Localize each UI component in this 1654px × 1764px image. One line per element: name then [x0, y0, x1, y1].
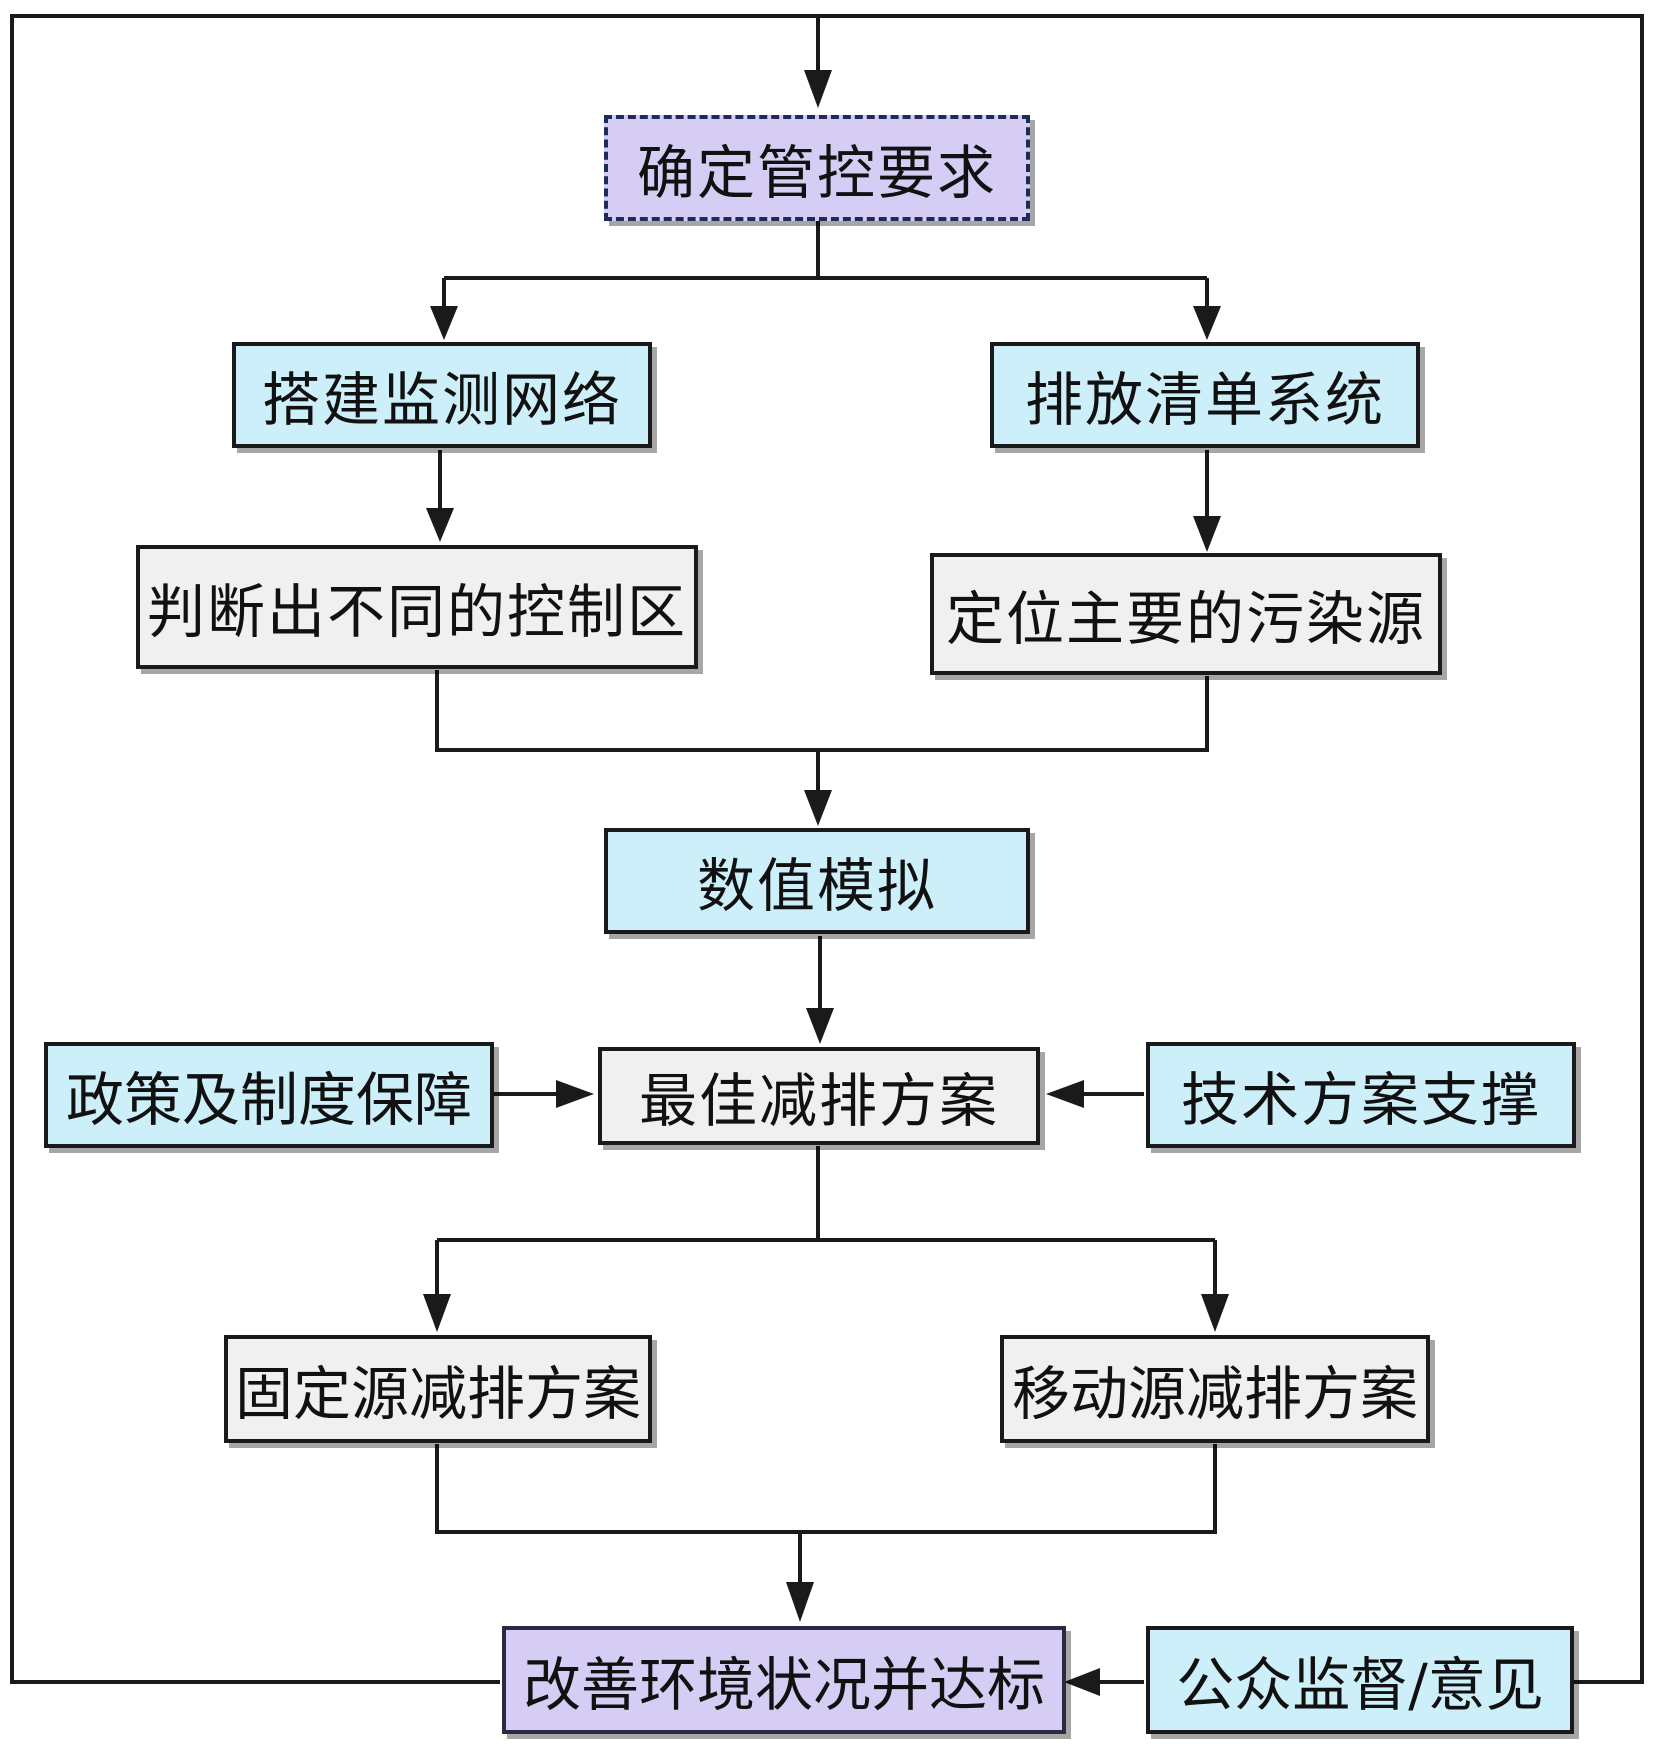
merge-line-mid	[435, 670, 1209, 792]
arrow-from-public	[1064, 1668, 1100, 1696]
node-best-plan: 最佳减排方案	[598, 1047, 1040, 1145]
node-mobile-plan: 移动源减排方案	[1000, 1335, 1430, 1443]
node-requirement: 确定管控要求	[604, 115, 1030, 221]
loop-right-line	[818, 14, 1644, 1684]
node-monitoring-network: 搭建监测网络	[232, 342, 652, 448]
arrow-to-mobile	[1201, 1294, 1229, 1332]
node-emission-inventory: 排放清单系统	[990, 342, 1420, 448]
node-control-zones: 判断出不同的控制区	[136, 545, 698, 669]
arrow-from-tech	[1046, 1080, 1084, 1108]
arrow-to-inventory	[1193, 306, 1221, 340]
loop-left-line	[10, 14, 820, 1684]
split-line-bottom	[435, 1146, 1217, 1296]
node-tech-support: 技术方案支撑	[1146, 1042, 1576, 1148]
node-stationary-plan: 固定源减排方案	[224, 1335, 652, 1443]
arrow-to-stationary	[423, 1294, 451, 1332]
node-main-sources: 定位主要的污染源	[930, 553, 1442, 675]
arrow-to-monitoring	[430, 306, 458, 340]
node-improve-environment: 改善环境状况并达标	[502, 1626, 1066, 1734]
node-policy-support: 政策及制度保障	[44, 1042, 494, 1148]
merge-line-bottom	[435, 1444, 1217, 1584]
arrow-to-main-sources	[1193, 516, 1221, 552]
node-numerical-simulation: 数值模拟	[604, 828, 1030, 934]
arrow-to-improve	[786, 1582, 814, 1622]
arrow-to-simulation	[804, 790, 832, 826]
arrow-from-policy	[556, 1080, 594, 1108]
arrow-to-control-zones	[426, 508, 454, 542]
node-public-supervision: 公众监督/意见	[1146, 1626, 1574, 1734]
arrow-to-best-plan	[806, 1008, 834, 1044]
loop-arrow-head	[804, 70, 832, 108]
split-line-top	[442, 220, 1209, 308]
